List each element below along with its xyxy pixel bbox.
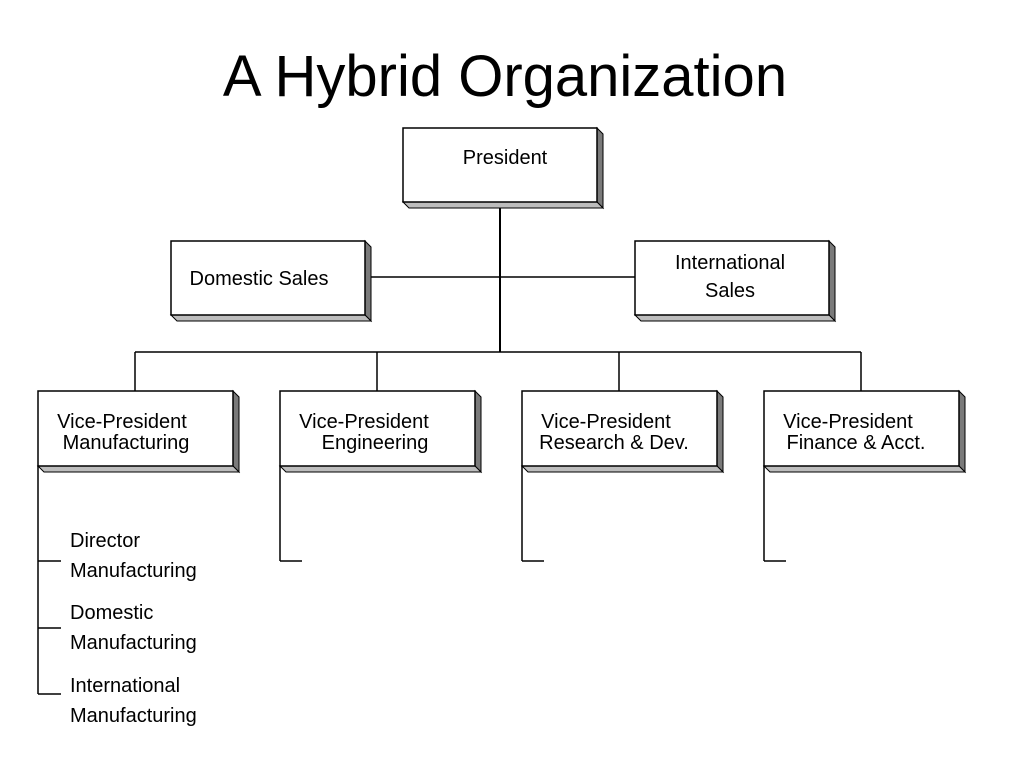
international-sales-label-line1: International bbox=[675, 252, 785, 274]
mfg-unit-1-line2: Manufacturing bbox=[70, 560, 197, 582]
vp-manufacturing-box-shadow-bottom bbox=[36, 465, 241, 473]
vp-engineering-box-face bbox=[279, 390, 476, 467]
vp-research-label-line1: Vice-President bbox=[541, 411, 671, 433]
vp-research-label-line2: Research & Dev. bbox=[539, 432, 689, 454]
president-box-shadow-right bbox=[596, 126, 604, 210]
president-box: President bbox=[401, 126, 605, 210]
vp-finance-label-line2: Finance & Acct. bbox=[787, 432, 926, 454]
domestic-sales-box-shadow-bottom bbox=[169, 314, 373, 322]
vp-engineering-box: Vice-President Engineering bbox=[278, 389, 483, 474]
vp-finance-box-face bbox=[763, 390, 960, 467]
vp-manufacturing-box-face bbox=[37, 390, 234, 467]
domestic-sales-box-shadow-right bbox=[364, 239, 372, 323]
vp-finance-label-line1: Vice-President bbox=[783, 411, 913, 433]
manufacturing-units: Director Manufacturing Domestic Manufact… bbox=[70, 530, 197, 727]
vp-manufacturing-box: Vice-President Manufacturing bbox=[36, 389, 241, 474]
vp-engineering-label-line1: Vice-President bbox=[299, 411, 429, 433]
international-sales-box-shadow-bottom bbox=[633, 314, 837, 322]
domestic-sales-box: Domestic Sales bbox=[169, 239, 373, 323]
mfg-unit-2-line2: Manufacturing bbox=[70, 632, 197, 654]
international-sales-box-shadow-right bbox=[828, 239, 836, 323]
president-label: President bbox=[463, 147, 548, 169]
slide-title: A Hybrid Organization bbox=[222, 44, 788, 109]
mfg-unit-1-line1: Director bbox=[70, 530, 140, 552]
international-sales-label-line2: Sales bbox=[705, 280, 755, 302]
mfg-unit-2-line1: Domestic bbox=[70, 602, 153, 624]
vp-engineering-label-line2: Engineering bbox=[322, 432, 429, 454]
domestic-sales-box-face bbox=[170, 240, 366, 316]
vp-manufacturing-box-shadow-right bbox=[232, 389, 240, 474]
vp-engineering-box-shadow-bottom bbox=[278, 465, 483, 473]
international-sales-box: International Sales bbox=[633, 239, 837, 323]
vp-finance-box-shadow-right bbox=[958, 389, 966, 474]
domestic-sales-label: Domestic Sales bbox=[190, 268, 329, 290]
vp-manufacturing-label-line2: Manufacturing bbox=[63, 432, 190, 454]
vp-research-box-shadow-right bbox=[716, 389, 724, 474]
vp-finance-box: Vice-President Finance & Acct. bbox=[762, 389, 967, 474]
vp-research-box: Vice-President Research & Dev. bbox=[520, 389, 725, 474]
president-box-face bbox=[402, 127, 598, 203]
connector-lines bbox=[37, 203, 862, 695]
mfg-unit-3-line2: Manufacturing bbox=[70, 705, 197, 727]
vp-research-box-shadow-bottom bbox=[520, 465, 725, 473]
vp-engineering-box-shadow-right bbox=[474, 389, 482, 474]
vp-finance-box-shadow-bottom bbox=[762, 465, 967, 473]
mfg-unit-3-line1: International bbox=[70, 675, 180, 697]
international-sales-box-face bbox=[634, 240, 830, 316]
president-box-shadow-bottom bbox=[401, 201, 605, 209]
vp-manufacturing-label-line1: Vice-President bbox=[57, 411, 187, 433]
vp-research-box-face bbox=[521, 390, 718, 467]
